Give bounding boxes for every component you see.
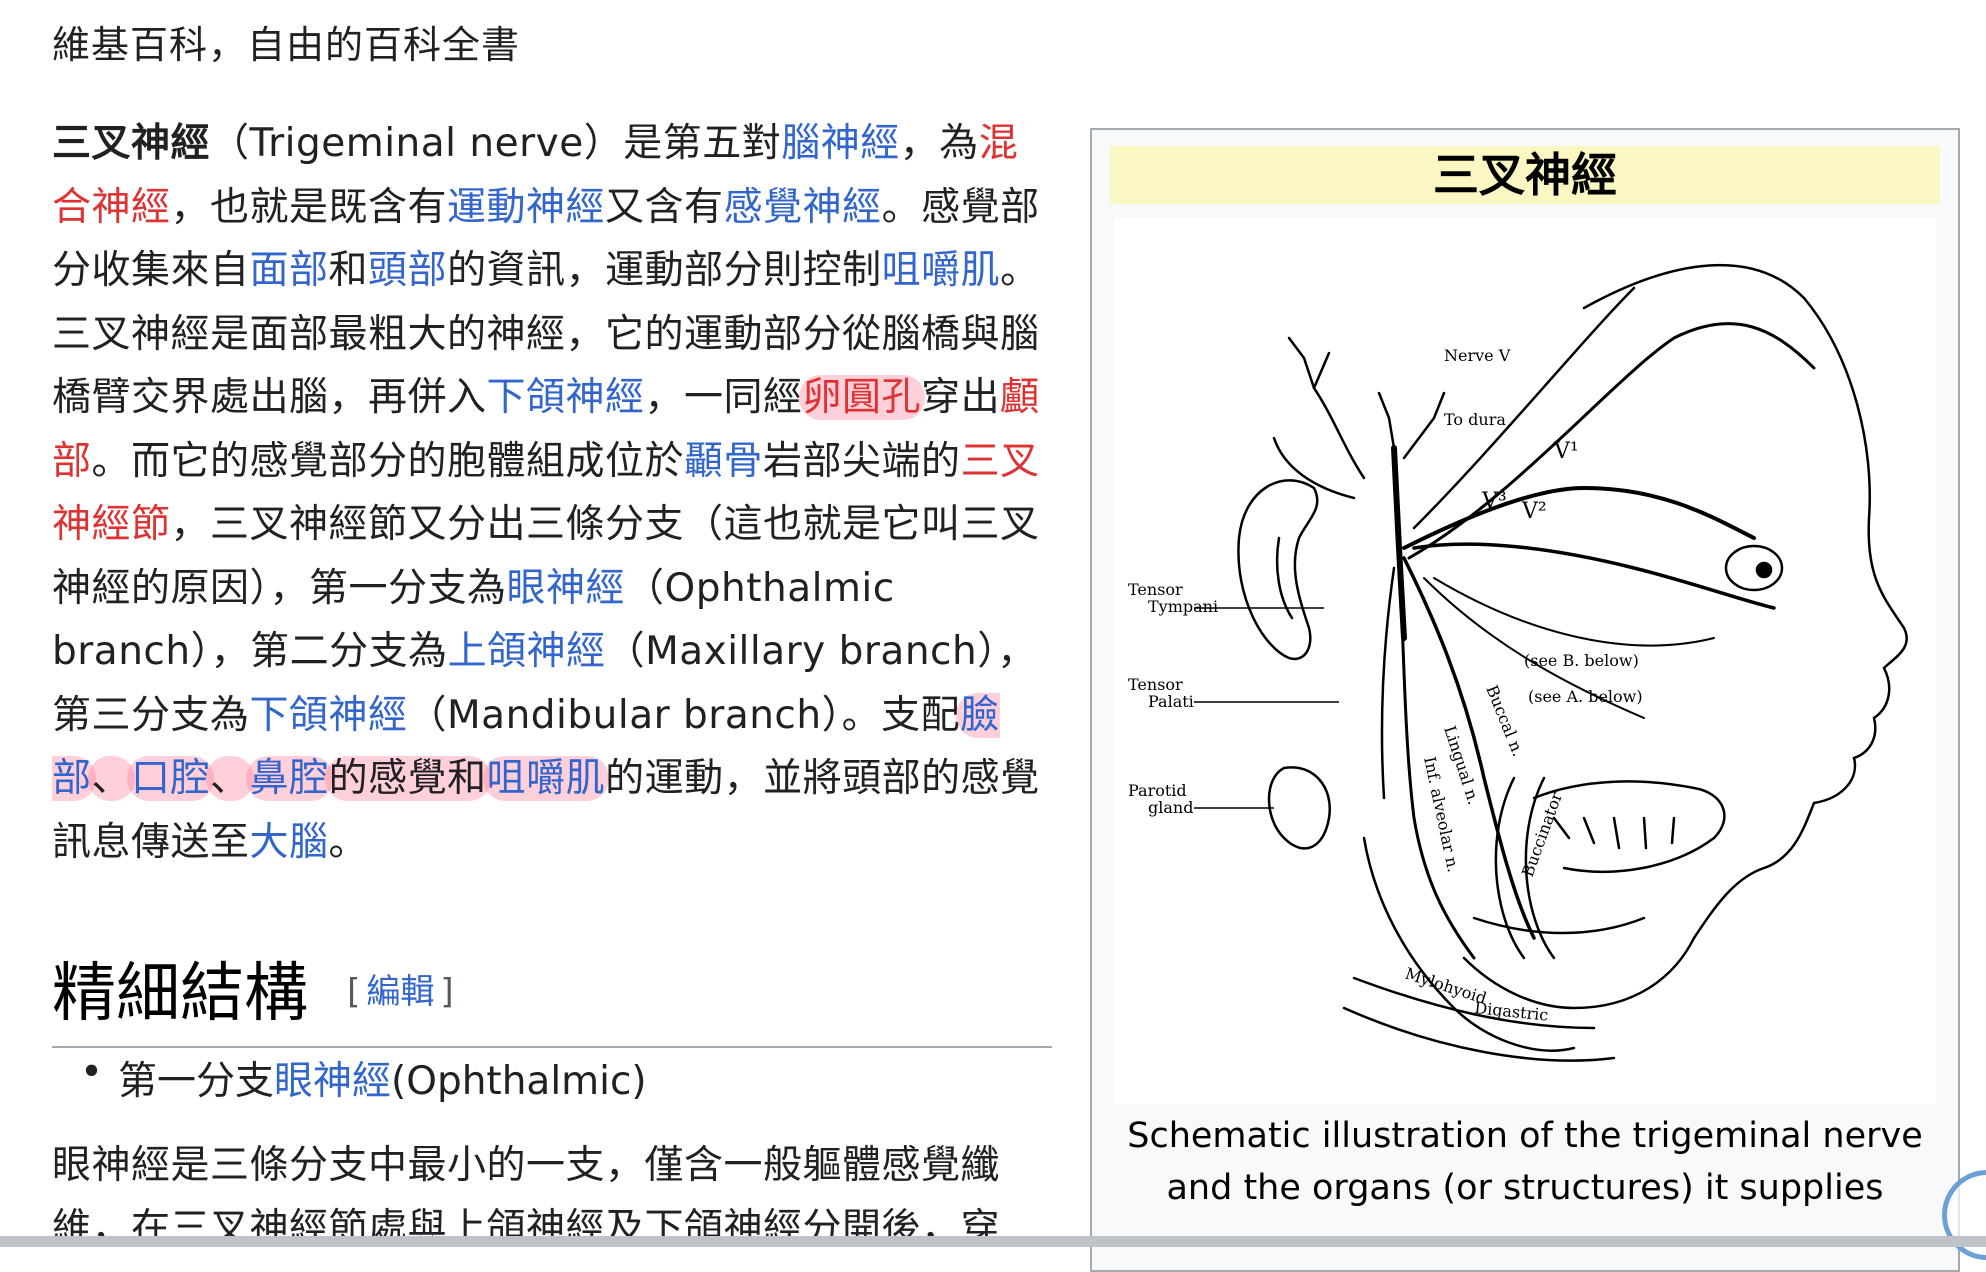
label-v2: V² xyxy=(1521,499,1547,524)
infobox-caption: Schematic illustration of the trigeminal… xyxy=(1127,1116,1923,1208)
link-brain[interactable]: 大腦 xyxy=(249,819,329,865)
link-face[interactable]: 面部 xyxy=(249,248,329,293)
section-heading: 精細結構 xyxy=(52,957,308,1031)
label-tensor-palati-1: Tensor xyxy=(1128,675,1183,694)
label-buccinator: Buccinator xyxy=(1518,789,1566,879)
label-see-b: (see B. below) xyxy=(1524,651,1639,670)
list-item: 第一分支眼神經(Ophthalmic) xyxy=(80,1050,647,1106)
label-to-dura: To dura xyxy=(1444,410,1506,429)
label-tensor-tympani-2: Tympani xyxy=(1148,597,1218,616)
site-tagline: 維基百科，自由的百科全書 xyxy=(52,23,521,67)
label-buccal: Buccal n. xyxy=(1482,682,1528,759)
trigeminal-diagram[interactable]: Nerve V To dura V¹ V² V³ Tensor Tympani … xyxy=(1114,218,1936,1104)
link-head[interactable]: 頭部 xyxy=(368,248,448,293)
link-masticatory-muscle[interactable]: 咀嚼肌 xyxy=(881,248,1001,293)
redlink-cranium[interactable]: 顱部 xyxy=(52,375,1040,484)
redlink-mixed-nerve[interactable]: 混合神經 xyxy=(52,121,1019,230)
link-ophthalmic-nerve[interactable]: 眼神經 xyxy=(506,565,626,611)
link-maxillary-nerve[interactable]: 上頜神經 xyxy=(447,629,606,674)
ophthalmic-paragraph: 眼神經是三條分支中最小的一支，僅含一般軀體感覺纖維，在三叉神經節處與上頜神經及下… xyxy=(52,1143,1001,1251)
intro-paragraph: 三叉神經（Trigeminal nerve）是第五對腦神經，為混合神經，也就是既… xyxy=(52,121,1040,865)
redlink-foramen-ovale[interactable]: 卵圓孔 xyxy=(798,375,926,420)
link-oral-cavity[interactable]: 口腔 xyxy=(127,756,215,801)
label-nerve-v: Nerve V xyxy=(1444,346,1511,365)
label-parotid-1: Parotid xyxy=(1128,781,1187,800)
link-mandibular-nerve-2[interactable]: 下頜神經 xyxy=(249,692,408,738)
label-see-a: (see A. below) xyxy=(1528,687,1643,706)
edit-section: [編輯] xyxy=(347,971,454,1012)
link-masticatory-muscle-2[interactable]: 咀嚼肌 xyxy=(482,756,610,801)
bottom-toolbar xyxy=(0,1236,1986,1247)
label-v3: V³ xyxy=(1481,489,1507,514)
link-motor-nerve[interactable]: 運動神經 xyxy=(447,184,606,230)
infobox: 三叉神經 xyxy=(1090,128,1960,1272)
article-body: 三叉神經（Trigeminal nerve）是第五對腦神經，為混合神經，也就是既… xyxy=(52,112,1042,874)
link-mandibular-nerve[interactable]: 下頜神經 xyxy=(486,375,645,420)
trigeminal-diagram-svg: Nerve V To dura V¹ V² V³ Tensor Tympani … xyxy=(1128,263,1908,1062)
redlink-trigeminal-ganglion[interactable]: 三叉神經節 xyxy=(52,438,1040,548)
branch-list: 第一分支眼神經(Ophthalmic) xyxy=(80,1050,647,1106)
edit-section-link[interactable]: 編輯 xyxy=(366,971,435,1012)
link-temporal-bone[interactable]: 顳骨 xyxy=(684,438,764,484)
link-nasal-cavity[interactable]: 鼻腔 xyxy=(245,756,333,801)
label-parotid-2: gland xyxy=(1148,798,1193,817)
article-term: 三叉神經 xyxy=(52,121,211,166)
label-tensor-tympani-1: Tensor xyxy=(1128,580,1183,599)
label-tensor-palati-2: Palati xyxy=(1148,692,1194,711)
label-v1: V¹ xyxy=(1553,439,1579,464)
infobox-title: 三叉神經 xyxy=(1110,146,1940,204)
link-ophthalmic-nerve-2[interactable]: 眼神經 xyxy=(274,1059,392,1104)
section-header: 精細結構 [編輯] xyxy=(52,942,1052,1048)
link-sensory-nerve[interactable]: 感覺神經 xyxy=(723,184,882,230)
link-cranial-nerves[interactable]: 腦神經 xyxy=(781,121,900,166)
